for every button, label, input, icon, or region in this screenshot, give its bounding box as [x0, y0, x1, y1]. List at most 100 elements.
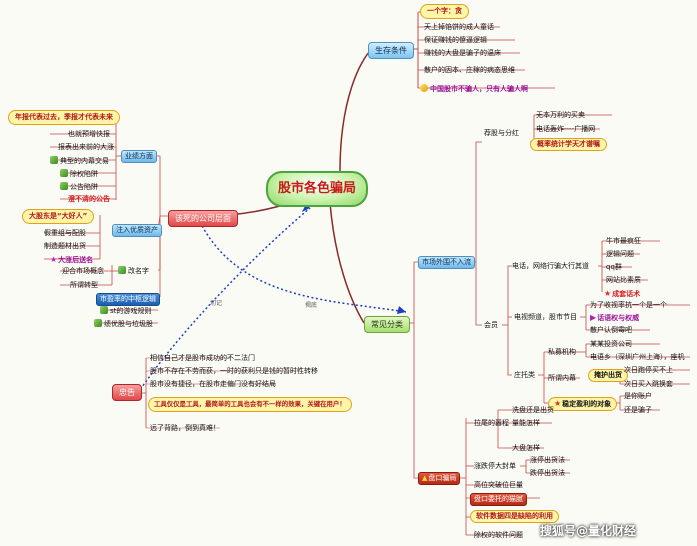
stable-item: 是你账户 — [624, 392, 652, 400]
private-item: 电语乡（深圳广州上海），座机 — [590, 353, 685, 361]
link-label-remember: 切记 — [210, 300, 223, 307]
tips-item: 电话轰炸----广播网 — [536, 125, 596, 133]
tail-item: 大盘怎样 — [512, 444, 540, 452]
perf-item: 也就预增快报 — [68, 130, 110, 138]
tips-item: 无本万利的买卖 — [536, 111, 585, 119]
insider-node[interactable]: 所谓内幕 — [548, 374, 576, 382]
tv-item-text: 话语权与权威 — [597, 314, 640, 322]
advice-item: 相信自己才是股市成功的不二法门 — [150, 354, 255, 362]
limit-item: 涨停出货法 — [530, 456, 565, 464]
inside-trading-label: 盘口骗局 — [428, 474, 457, 482]
tv-item: 为了收视率抗一个是一个 — [590, 301, 667, 309]
limit-item: 跌停出货法 — [530, 469, 565, 477]
survival-item: 赚钱的大盘是骗子的温床 — [424, 49, 501, 57]
stable-profit-node[interactable]: ★稳定盈利的对象 — [548, 397, 618, 411]
perf-item: 典型的内幕交易 — [50, 156, 109, 166]
inject-item-good-shareholder: 大股东是“大好人” — [22, 209, 95, 224]
chart-icon — [118, 266, 126, 274]
inside-item-software-defect: 软件数据四是缺陷的利用 — [470, 510, 559, 523]
perf-item-text: 典型的内幕交易 — [60, 157, 109, 165]
perf-item-text: 除权陷阱 — [70, 170, 98, 178]
advice-node[interactable]: 忠告 — [112, 384, 142, 401]
rename-item: 迎合市场概念 — [62, 267, 104, 275]
logic-item-text: 绩优股与垃圾股 — [104, 320, 153, 328]
chart-icon — [60, 182, 68, 190]
inject-item: 制造题材出货 — [44, 242, 86, 250]
inject-assets-node[interactable]: 注入优质资产 — [112, 224, 162, 237]
perf-item: 公告陷阱 — [60, 182, 98, 192]
phone-item-text: 成套话术 — [612, 290, 641, 298]
inject-item: 假重组与配股 — [44, 229, 86, 237]
survival-item-highlight-text: 中国股市不骗人，只有人骗人啊 — [430, 85, 528, 93]
survival-conditions-node[interactable]: 生存条件 — [368, 42, 414, 59]
tv-node[interactable]: 电视频道，股市节目 — [514, 313, 577, 321]
pe-logic-node[interactable]: 市盈率的中枢逻辑 — [96, 293, 160, 306]
chart-icon — [94, 319, 102, 327]
private-item: 某某投资公司 — [590, 340, 632, 348]
advice-item: 远了背路，倒到真难！ — [150, 424, 220, 432]
phone-item: qq群 — [606, 263, 622, 271]
private-fund-node[interactable]: 私募机构 — [548, 348, 576, 356]
tv-item: 散户认倒霉吧 — [590, 326, 632, 334]
chart-icon — [100, 306, 108, 314]
inside-item-order-tricks: 盘口委托的猫腻 — [470, 493, 527, 506]
rename-item: 所谓转型 — [70, 281, 98, 289]
limit-order-node[interactable]: 涨跌停大封单 — [474, 462, 516, 470]
tail-node[interactable]: 拉尾的嚣程 — [474, 419, 509, 427]
inside-trading-node[interactable]: ▲盘口骗局 — [418, 472, 461, 485]
insider-item: 次日跑停买不上 — [624, 366, 673, 374]
phone-item: 网站比素质 — [606, 276, 641, 284]
phone-item: 逻辑问题 — [606, 250, 634, 258]
star-icon: ★ — [554, 399, 562, 408]
inside-item: 除权的软件问题 — [474, 531, 523, 539]
chart-icon — [60, 169, 68, 177]
common-types-node[interactable]: 常见分类 — [364, 316, 410, 333]
inject-item-text: 大涨后送名 — [58, 256, 94, 264]
flag-icon: ▶ — [590, 313, 597, 322]
survival-item: 保证赚钱的傻逼逻辑 — [424, 36, 487, 44]
star-icon: ★ — [604, 289, 612, 298]
outside-market-node[interactable]: 市场外围不入流 — [418, 256, 475, 269]
stable-profit-label: 稳定盈利的对象 — [562, 400, 612, 408]
performance-node[interactable]: 业绩方面 — [121, 150, 157, 163]
tv-item-authority: ▶话语权与权威 — [590, 313, 639, 323]
agent-node[interactable]: 庄托类 — [514, 371, 535, 379]
smiley-icon — [420, 84, 428, 92]
inside-item: 高位突破位巨量 — [474, 481, 523, 489]
fire-icon: ▲ — [422, 474, 428, 482]
perf-item: 报表出来前的大涨 — [58, 143, 114, 151]
tips-item-stats-genius: 概率统计学天才谱嘱 — [530, 138, 607, 151]
perf-item-annual-report: 年报代表过去，季报才代表未来 — [8, 110, 120, 125]
inject-item-big-rise: ★大涨后送名 — [50, 255, 93, 265]
logic-item: 绩优股与垃圾股 — [94, 319, 153, 329]
central-topic[interactable]: 股市各色骗局 — [266, 171, 368, 207]
logic-item-text: st的游戏规则 — [110, 307, 152, 315]
phone-item-script: ★成套话术 — [604, 289, 640, 299]
insider-item: 次日买入跳换套 — [624, 380, 673, 388]
advice-item-tools: 工具仅仅是工具，最简单的工具也会有不一样的效果，关键在用户！ — [148, 397, 352, 412]
perf-item-text: 公告陷阱 — [70, 183, 98, 191]
insider-item-cover: 掩护出货 — [588, 369, 628, 382]
stock-tips-node[interactable]: 荐股与分红 — [484, 129, 519, 137]
chart-icon — [50, 156, 58, 164]
advice-item: 股市不存在不劳而获，一时的获利只是钱的暂时性转移 — [150, 367, 318, 375]
phone-network-node[interactable]: 电话，网络行骗大行其道 — [512, 262, 589, 270]
member-node[interactable]: 会员 — [484, 321, 498, 329]
logic-item: st的游戏规则 — [100, 306, 151, 316]
survival-item-highlight: 中国股市不骗人，只有人骗人啊 — [420, 84, 528, 94]
stable-item: 还是骗子 — [624, 406, 652, 414]
watermark: 搜狐号@量化财经 — [540, 524, 637, 538]
phone-item: 牛市最疯狂 — [606, 237, 641, 245]
star-icon: ★ — [50, 255, 58, 264]
advice-item: 股市没有捷径，在股市走偏门没有好结局 — [150, 380, 276, 388]
company-level-node[interactable]: 该死的公司层面 — [168, 210, 238, 227]
perf-item-unclear-notice: 澄不清的公告 — [68, 195, 110, 203]
tail-item: 量能怎样 — [512, 419, 540, 427]
link-label-reveal: 揭底 — [305, 302, 318, 309]
rename-label: 改名字 — [128, 267, 149, 275]
survival-item: 天上掉馅饼的成人童话 — [424, 23, 494, 31]
perf-item: 除权陷阱 — [60, 169, 98, 179]
survival-item: 散户的因本、庄稼的病态思维 — [424, 66, 515, 74]
rename-node[interactable]: 改名字 — [118, 266, 149, 276]
